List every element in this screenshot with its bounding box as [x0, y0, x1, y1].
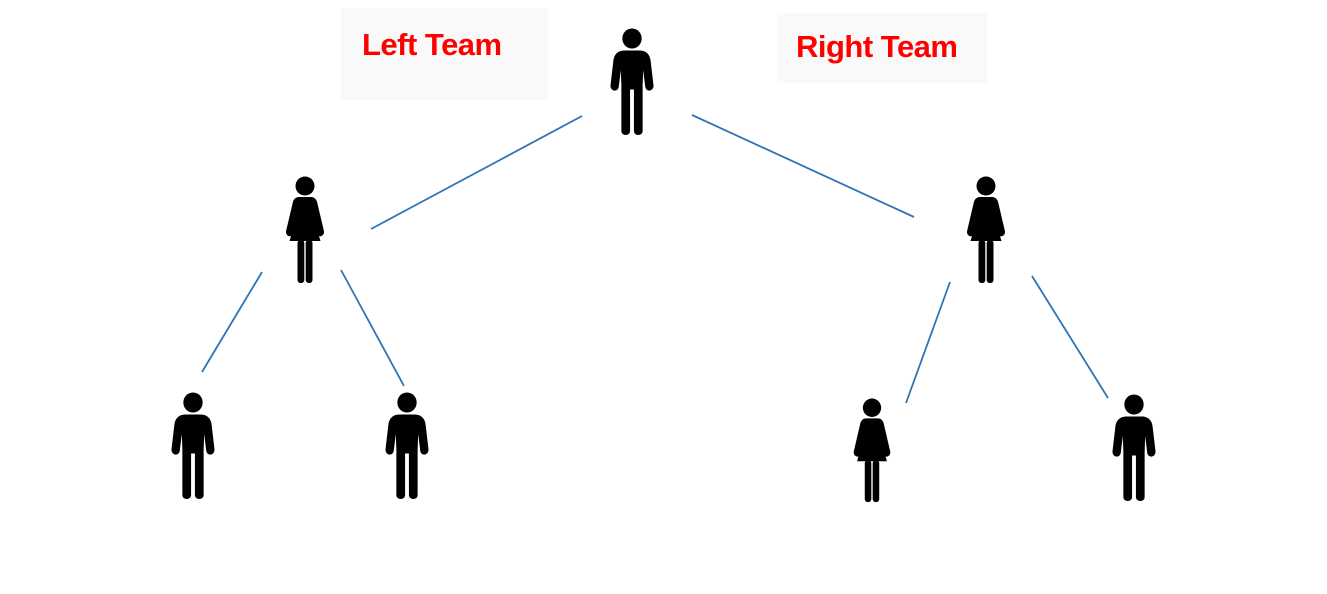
- right-team-label: Right Team: [777, 13, 987, 83]
- connector-line-top-leader-right-manager: [691, 114, 915, 218]
- right-team-label-text: Right Team: [796, 29, 958, 64]
- male-person-icon-top-leader: [603, 28, 661, 140]
- connector-line-right-manager-right-member-2: [1031, 275, 1109, 399]
- male-person-icon-left-member-1: [164, 392, 222, 504]
- connector-line-left-manager-left-member-1: [201, 271, 263, 373]
- female-person-icon-right-member-1: [845, 398, 899, 505]
- connector-line-top-leader-left-manager: [370, 115, 583, 230]
- male-person-icon-left-member-2: [378, 392, 436, 504]
- left-team-label: Left Team: [341, 8, 548, 100]
- left-team-label-text: Left Team: [362, 27, 502, 62]
- male-person-icon-right-member-2: [1105, 394, 1163, 506]
- female-person-icon-right-manager: [958, 176, 1014, 286]
- connector-line-left-manager-left-member-2: [340, 269, 405, 387]
- female-person-icon-left-manager: [277, 176, 333, 286]
- connector-line-right-manager-right-member-1: [905, 281, 951, 404]
